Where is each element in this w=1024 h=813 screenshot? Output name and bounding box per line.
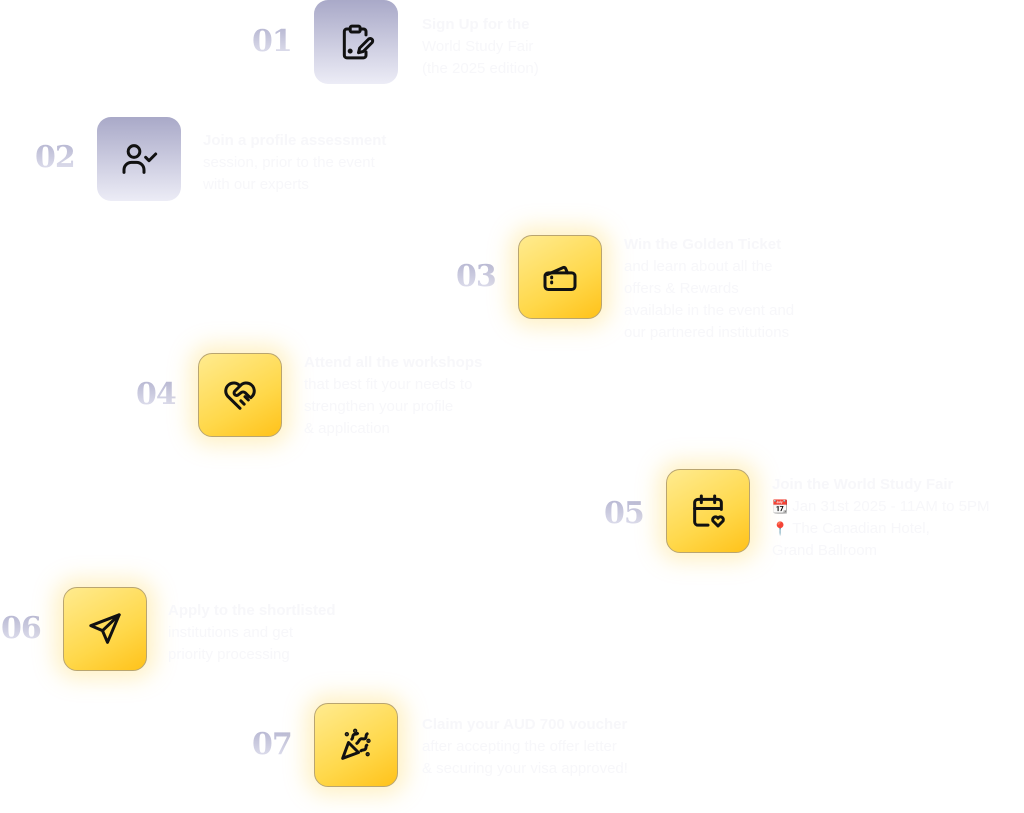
step-title: Join the World Study Fair <box>772 476 954 493</box>
step-description: Sign Up for the World Study Fair (the 20… <box>422 14 662 80</box>
step-number: 06 <box>1 611 42 646</box>
step-title: Sign Up for the <box>422 16 530 33</box>
step-tile <box>518 235 602 319</box>
step-line: & securing your visa approved! <box>422 760 628 777</box>
step-line: institutions and get <box>168 624 294 641</box>
step-line: available in the event and <box>624 302 795 319</box>
user-check-icon <box>122 144 158 174</box>
step-description: Claim your AUD 700 voucher after accepti… <box>422 714 692 780</box>
step-tile <box>666 469 750 553</box>
heart-handshake-icon <box>224 381 256 410</box>
step-line: after accepting the offer letter <box>422 738 617 755</box>
step-description: Attend all the workshops that best fit y… <box>304 352 544 440</box>
clipboard-edit-icon <box>342 24 375 60</box>
step-line: that best fit your needs to <box>304 376 473 393</box>
step-tile <box>97 117 181 201</box>
step-title: Join a profile assessment <box>203 132 387 149</box>
event-date-text: Jan 31st 2025 - 11AM to 5PM <box>792 498 990 515</box>
step-line: our partnered institutions <box>624 324 790 341</box>
step-line: strengthen your profile <box>304 398 454 415</box>
step-tile <box>314 0 398 84</box>
pin-icon: 📍 <box>772 521 789 536</box>
step-number: 01 <box>252 24 293 59</box>
step-line: session, prior to the event <box>203 154 375 171</box>
step-description: Join the World Study Fair 📆Jan 31st 2025… <box>772 474 1024 562</box>
step-line: World Study Fair <box>422 38 534 55</box>
event-date: 📆Jan 31st 2025 - 11AM to 5PM <box>772 496 1024 518</box>
step-description: Apply to the shortlisted institutions an… <box>168 600 408 666</box>
calendar-heart-icon <box>693 494 725 528</box>
step-title: Attend all the workshops <box>304 354 483 371</box>
step-number: 07 <box>252 727 293 762</box>
step-description: Join a profile assessment session, prior… <box>203 130 443 196</box>
send-icon <box>89 613 121 644</box>
step-tile <box>198 353 282 437</box>
step-line: and learn about all the <box>624 258 773 275</box>
step-title: Apply to the shortlisted <box>168 602 336 619</box>
party-popper-icon <box>341 728 371 760</box>
step-number: 05 <box>604 496 645 531</box>
event-location: 📍The Canadian Hotel, <box>772 518 1024 540</box>
step-number: 02 <box>35 140 76 175</box>
step-line: with our experts <box>203 176 309 193</box>
step-tile <box>63 587 147 671</box>
step-title: Claim your AUD 700 voucher <box>422 716 628 733</box>
step-number: 04 <box>136 377 177 412</box>
step-description: Win the Golden Ticket and learn about al… <box>624 234 864 344</box>
event-location-text: The Canadian Hotel, <box>792 520 930 537</box>
step-title: Win the Golden Ticket <box>624 236 782 253</box>
step-line: (the 2025 edition) <box>422 60 539 77</box>
step-number: 03 <box>456 259 497 294</box>
tickets-icon <box>543 265 577 291</box>
calendar-icon: 📆 <box>772 499 789 514</box>
step-line: Grand Ballroom <box>772 542 878 559</box>
step-line: priority processing <box>168 646 290 663</box>
step-line: & application <box>304 420 390 437</box>
step-tile <box>314 703 398 787</box>
step-line: offers & Rewards <box>624 280 739 297</box>
